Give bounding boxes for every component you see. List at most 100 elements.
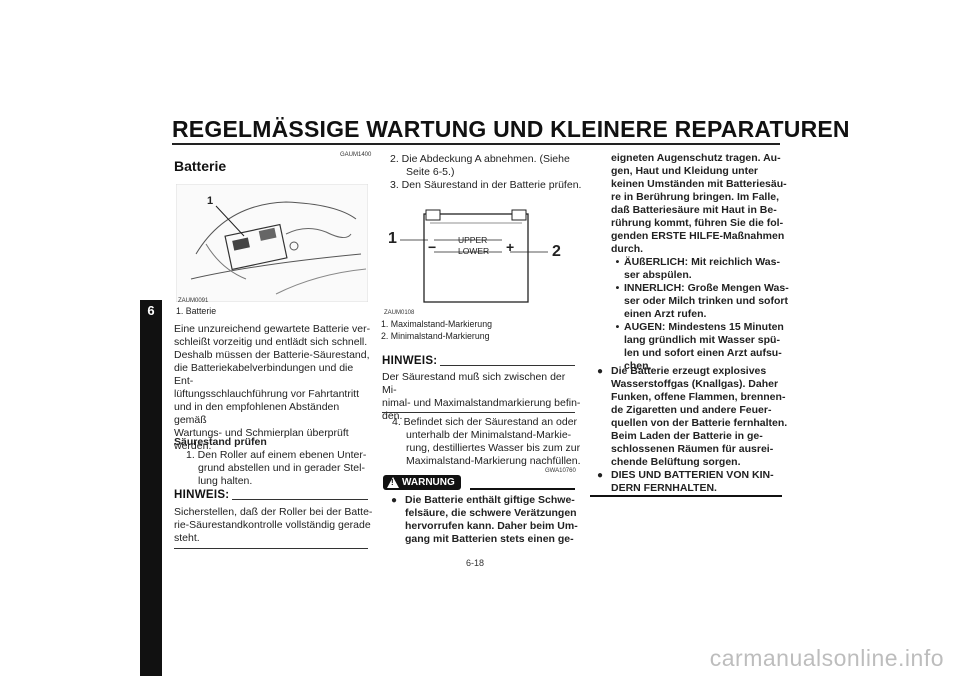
diagram-code: ZAUM0108 [384,310,415,316]
first-aid-line: lang gründlich mit Wasser spü- [624,334,780,346]
first-aid-item: • ÄUßERLICH: Mit reichlich Was- ser absp… [611,256,789,282]
intro-line: Wartungs- und Schmierplan überprüft [174,427,349,439]
first-aid-line: AUGEN: Mindestens 15 Minuten [624,321,784,333]
step-line: grund abstellen und in gerader Stel- [198,462,365,474]
warning-badge: ! WARNUNG [383,475,461,490]
warning-line: Funken, offene Flammen, brennen- [611,391,786,403]
first-aid-line: ser oder Milch trinken und sofort [624,295,788,307]
step-line: 4. Befindet sich der Säurestand an oder [392,416,578,428]
step-line: lung halten. [198,475,253,487]
children-warning: DIES UND BATTERIEN VON KIN- DERN FERNHAL… [611,469,789,495]
warning-line: durch. [611,243,644,255]
warning-line: genden ERSTE HILFE-Maßnahmen [611,230,785,242]
note-text: Sicherstellen, daß der Roller bei der Ba… [174,506,374,545]
page-title: REGELMÄSSIGE WARTUNG UND KLEINERE REPARA… [172,116,850,142]
section-code: GAUM1400 [340,152,372,158]
first-aid-line: einen Arzt rufen. [624,308,707,320]
note-line: nimal- und Maximalstandmarkierung befin- [382,397,581,409]
small-bullet-icon: • [615,321,620,333]
step-line: 1. Den Roller auf einem ebenen Unter- [186,449,367,461]
step-1: 1. Den Roller auf einem ebenen Unter- gr… [186,449,372,488]
warning-continuation: eigneten Augenschutz tragen. Au- gen, Ha… [611,152,789,256]
warning-line: de Zigaretten und andere Feuer- [611,404,772,416]
section-heading: Batterie [174,158,227,174]
step-line: Maximalstand-Markierung nachfüllen. [406,455,581,467]
lower-label: LOWER [458,246,490,256]
chapter-number: 6 [147,303,155,318]
warning-line: eigneten Augenschutz tragen. Au- [611,152,781,164]
warning-line: DIES UND BATTERIEN VON KIN- [611,469,774,481]
warning-line: chende Belüftung sorgen. [611,456,741,468]
small-bullet-icon: • [615,282,620,294]
step-line: unterhalb der Minimalstand-Markie- [406,429,572,441]
watermark: carmanualsonline.info [709,645,944,671]
upper-label: UPPER [458,235,488,245]
warning-line: Beim Laden der Batterie in ge- [611,430,763,442]
warning-rule [470,488,575,490]
diagram-callout-2: 2 [552,243,561,260]
warning-line: felsäure, die schwere Verätzungen [405,507,577,519]
first-aid-line: ÄUßERLICH: Mit reichlich Was- [624,256,780,268]
intro-line: Eine unzureichend gewartete Batterie ver… [174,323,371,335]
battery-level-diagram [382,204,582,316]
note-title-2: HINWEIS: [382,355,438,367]
warning-line: keinen Umständen mit Batteriesäu- [611,178,787,190]
intro-line: schleißt vorzeitig und entlädt sich schn… [174,336,368,348]
warning-line: Die Batterie erzeugt explosives [611,365,767,377]
caption-line: 2. Minimalstand-Markierung [381,331,490,341]
plus-sign: + [506,239,515,255]
minus-sign: − [428,239,437,255]
warning-end-rule [590,495,782,497]
note-line: den. [382,410,403,422]
step-line: Seite 6-5.) [406,166,455,178]
intro-line: die Batteriekabelverbindungen und die En… [174,362,354,387]
intro-line: werden. [174,440,212,452]
intro-line: Deshalb müssen der Batterie-Säurestand, [174,349,370,361]
warning-label: WARNUNG [402,477,455,488]
figure-code: ZAUM0091 [178,298,209,304]
note-rule-bottom [174,548,368,549]
first-aid-list: • ÄUßERLICH: Mit reichlich Was- ser absp… [611,256,789,373]
warning-line: re in Berührung bringen. Im Falle, [611,191,780,203]
battery-photo-svg [175,183,369,303]
note-rule-top [232,499,368,500]
hydrogen-warning: Die Batterie erzeugt explosives Wasserst… [611,365,789,469]
warning-line: Die Batterie enthält giftige Schwe- [405,494,575,506]
first-aid-item: • INNERLICH: Große Mengen Was- ser oder … [611,282,789,321]
note-title: HINWEIS: [174,489,230,501]
warning-text: Die Batterie enthält giftige Schwe- fels… [405,494,585,546]
note-text-2: Der Säurestand muß sich zwischen der Mi-… [382,371,582,423]
warning-line: gang mit Batterien stets einen ge- [405,533,574,545]
intro-paragraph: Eine unzureichend gewartete Batterie ver… [174,323,374,453]
step-4: 4. Befindet sich der Säurestand an oder … [392,416,582,468]
intro-line: lüftungsschlauchführung vor Fahrtantritt [174,388,360,400]
figure-caption: 1. Batterie [176,306,217,316]
step-line: 2. Die Abdeckung A abnehmen. (Siehe [390,153,570,165]
battery-photo [175,183,369,303]
first-aid-line: ser abspülen. [624,269,692,281]
warning-line: Wasserstoffgas (Knallgas). Daher [611,378,779,390]
subheading: Säurestand prüfen [174,436,267,448]
warning-line: hervorrufen kann. Daher beim Um- [405,520,578,532]
caption-line: 1. Maximalstand-Markierung [381,319,492,329]
chapter-tab [140,300,162,676]
note-rule-bottom-2 [382,412,575,413]
bullet-icon: ● [391,495,398,506]
warning-line: rührung kommt, führen Sie die fol- [611,217,784,229]
warning-triangle-icon: ! [387,477,399,488]
warning-code: GWA10760 [545,468,576,474]
note-line: rie-Säurestandkontrolle vollständig gera… [174,519,371,531]
note-line: Sicherstellen, daß der Roller bei der Ba… [174,506,373,518]
step-line: rung, destilliertes Wasser bis zum zur [406,442,581,454]
bullet-icon: ● [597,470,604,481]
note-line: Der Säurestand muß sich zwischen der Mi- [382,371,566,396]
first-aid-line: chen. [624,360,652,372]
figure-callout-1: 1 [207,195,214,207]
warning-line: daß Batteriesäure mit Haut in Be- [611,204,777,216]
small-bullet-icon: • [615,256,620,268]
warning-line: quellen von der Batterie fernhalten. [611,417,788,429]
warning-line: schlossenen Räumen für ausrei- [611,443,774,455]
intro-line: und in den empfohlenen Abständen gemäß [174,401,340,426]
first-aid-item: • AUGEN: Mindestens 15 Minuten lang grün… [611,321,789,373]
steps-2-3: 2. Die Abdeckung A abnehmen. (Siehe Seit… [390,153,586,192]
